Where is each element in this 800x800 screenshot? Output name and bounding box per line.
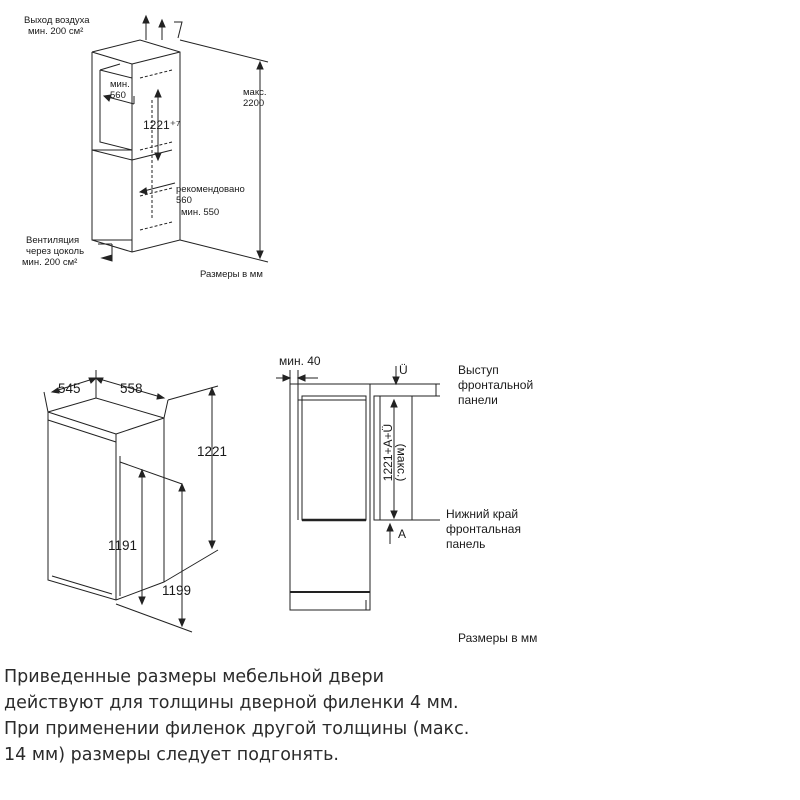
overhang-label-2: фронтальной [458, 378, 534, 392]
height-label: 1221 [197, 444, 228, 459]
note-line-4: 14 мм) размеры следует подгонять. [4, 745, 339, 765]
min40-label: мин. 40 [279, 354, 321, 368]
note-line-2: действуют для толщины дверной филенки 4 … [4, 693, 459, 713]
bottom-edge-label: Нижний край [446, 507, 519, 521]
min-depth-label: мин. 550 [181, 207, 220, 218]
depth-label: 545 [58, 381, 81, 396]
vent-plinth-label: через цоколь [26, 246, 85, 257]
overhang-u-label: Ü [399, 363, 408, 377]
min-width-value: 560 [110, 90, 126, 101]
a-label: A [398, 527, 407, 541]
niche-height-label: 1221⁺⁷ [143, 118, 181, 132]
max-height-value: 2200 [243, 98, 265, 109]
vent-label: Вентиляция [26, 235, 80, 246]
inner-height-label: 1191 [108, 538, 138, 553]
bottom-edge-label-3: панель [446, 537, 486, 551]
units-label-bottom: Размеры в мм [458, 631, 538, 645]
door-size-note: Приведенные размеры мебельной двери дейс… [4, 664, 604, 768]
front-height-max: (макс.) [394, 443, 409, 482]
door-height-label: 1199 [162, 583, 192, 598]
recommended-value: 560 [176, 195, 192, 206]
overhang-label-3: панели [458, 393, 498, 407]
units-label-top: Размеры в мм [200, 269, 263, 280]
width-label: 558 [120, 381, 143, 396]
note-line-3: При применении филенок другой толщины (м… [4, 719, 470, 739]
air-outlet-label: Выход воздуха [24, 15, 90, 26]
front-height-dimension: 1221+A+Ü [381, 423, 396, 482]
min-width-label: мин. [110, 79, 130, 90]
air-outlet-area: мин. 200 см² [28, 26, 84, 37]
note-line-1: Приведенные размеры мебельной двери [4, 667, 384, 687]
max-height-label: макс. [243, 87, 267, 98]
bottom-edge-label-2: фронтальная [446, 522, 521, 536]
vent-area-label: мин. 200 см² [22, 257, 78, 268]
recommended-label: рекомендовано [176, 184, 245, 195]
overhang-label: Выступ [458, 363, 499, 377]
